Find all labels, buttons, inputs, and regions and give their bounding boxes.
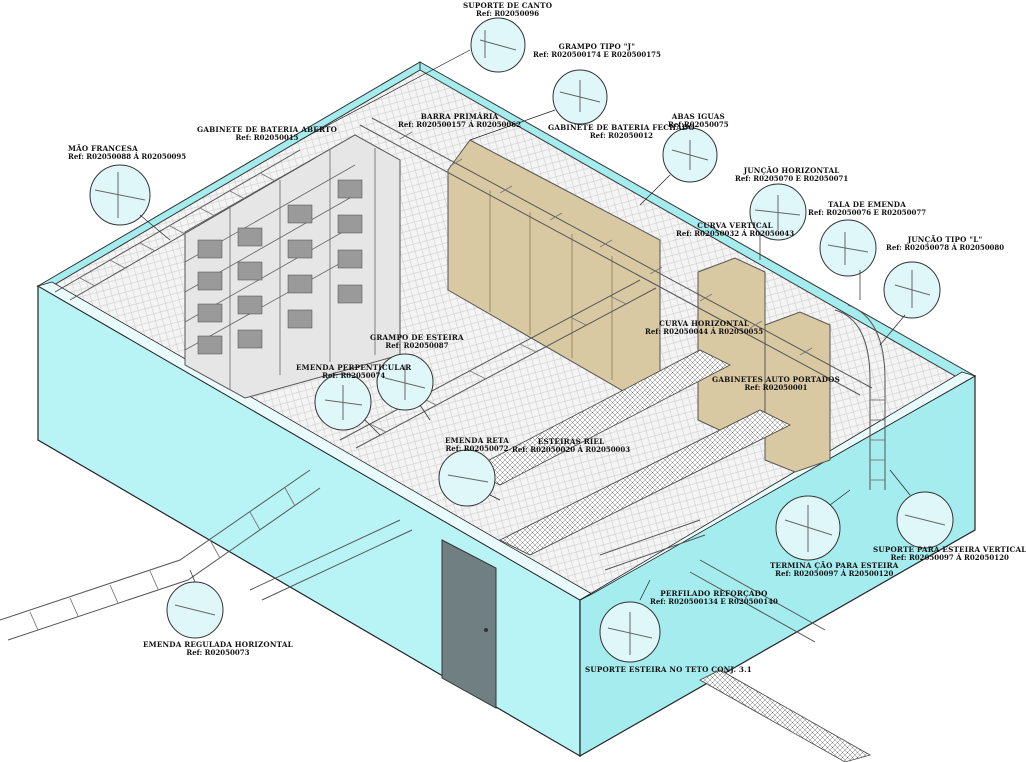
label-emenda-regulada: EMENDA REGULADA HORIZONTAL Ref: R0205007…: [143, 640, 293, 658]
label-emenda-perpendicular: EMENDA PERPENTICULAR Ref: R02050074: [296, 363, 412, 381]
label-title: PERFILADO REFORÇADO: [660, 589, 768, 598]
label-ref: Ref: R02050087: [385, 341, 449, 351]
label-title: TERMINA ÇÃO PARA ESTEIRA: [770, 561, 899, 570]
label-ref: Ref: R02050072: [445, 444, 509, 454]
label-esteiras-riel: ESTEIRAS RIEL Ref: R02050020 Á R02050003: [512, 437, 631, 455]
front-right-wall-top: [579, 371, 977, 601]
label-ref: Ref: R020500157 Á R02050062: [398, 120, 522, 130]
label-ref: Ref: R02050078 Á R02050080: [886, 243, 1005, 253]
label-title: GRAMPO DE ESTEIRA: [370, 333, 464, 342]
label-tala-emenda: TALA DE EMENDA Ref: R02050076 E R0205007…: [808, 200, 927, 218]
label-gabinetes-auto: GABINETES AUTO PORTADOS Ref: R02050001: [712, 375, 841, 393]
label-abas-iguas: ABAS IGUAS Ref:R02050075: [668, 112, 729, 130]
label-title: SUPORTE PARA ESTEIRA VERTICAL: [873, 545, 1026, 554]
label-title: CURVA HORIZONTAL: [659, 319, 750, 328]
label-title: GABINETE DE BATERIA ABERTO: [197, 125, 338, 134]
label-title: CURVA VERTICAL: [697, 221, 773, 230]
label-suporte-canto: SUPORTE DE CANTO Ref: R02050096: [463, 1, 553, 19]
label-suporte-vertical: SUPORTE PARA ESTEIRA VERTICAL Ref: R0205…: [873, 545, 1026, 563]
label-ref: Ref: R02050076 E R02050077: [808, 208, 927, 218]
label-title: GABINETES AUTO PORTADOS: [712, 375, 841, 384]
leader-lines: [139, 49, 911, 601]
label-title: EMENDA REGULADA HORIZONTAL: [143, 640, 293, 649]
label-grampo-j: GRAMPO TIPO "J" Ref: R020500174 E R02050…: [533, 42, 661, 60]
label-ref: Ref: R020500134 E R020500140: [650, 597, 778, 607]
label-ref: Ref: R0205070 E R02050071: [735, 174, 849, 184]
label-gabinete-fechado: GABINETE DE BATERIA FECHADO Ref: R020500…: [548, 123, 695, 141]
label-title: JUNÇÃO TIPO "L": [907, 235, 983, 244]
label-ref: Ref:R02050075: [668, 120, 729, 130]
label-ref: Ref: R02050020 Á R02050003: [512, 445, 631, 455]
label-ref: Ref: R02050097 Á R20500120: [775, 569, 894, 579]
label-ref: Ref: R02050044 Á R02050055: [645, 327, 764, 337]
label-ref: Ref: R02050015: [235, 133, 299, 143]
label-emenda-reta: EMENDA RETA Ref: R02050072: [445, 436, 509, 454]
label-ref: Ref: R02050096: [476, 9, 540, 19]
label-ref: Ref: R020500174 E R020500175: [533, 50, 661, 60]
open-battery-cabinets: [184, 134, 401, 399]
label-title: SUPORTE ESTEIRA NO TETO CONJ. 3.1: [585, 665, 752, 674]
label-ref: Ref: R02050073: [186, 648, 250, 658]
label-barra-primaria: BARRA PRIMÁRIA Ref: R020500157 Á R020500…: [398, 112, 522, 130]
label-ref: Ref: R02050001: [744, 383, 808, 393]
label-title: EMENDA RETA: [445, 436, 509, 445]
label-title: SUPORTE DE CANTO: [463, 1, 553, 10]
label-grampo-esteira: GRAMPO DE ESTEIRA Ref: R02050087: [370, 333, 464, 351]
label-ref: Ref: R02050012: [589, 131, 653, 141]
label-title: MÃO FRANCESA: [68, 144, 138, 153]
cable-trays: [0, 117, 886, 762]
door: [441, 539, 497, 709]
label-title: BARRA PRIMÁRIA: [420, 112, 499, 121]
label-title: ESTEIRAS RIEL: [537, 437, 605, 446]
callouts: [89, 17, 954, 663]
label-curva-horizontal: CURVA HORIZONTAL Ref: R02050044 Á R02050…: [645, 319, 764, 337]
label-ref: Ref: R02050032 Á R02050043: [676, 229, 795, 239]
label-perfilado-reforcado: PERFILADO REFORÇADO Ref: R020500134 E R0…: [650, 589, 778, 607]
label-ref: Ref: R02050074: [322, 371, 386, 381]
label-ref: Ref: R02050097 Á R02050120: [890, 553, 1009, 563]
label-title: GRAMPO TIPO "J": [558, 42, 636, 51]
label-ref: Ref: R02050088 Á R02050095: [68, 152, 187, 162]
label-title: ABAS IGUAS: [671, 112, 725, 121]
label-title: GABINETE DE BATERIA FECHADO: [548, 123, 695, 132]
label-mao-francesa: MÃO FRANCESA Ref: R02050088 Á R02050095: [68, 144, 187, 162]
label-suporte-teto: SUPORTE ESTEIRA NO TETO CONJ. 3.1: [585, 665, 752, 674]
label-juncao-l: JUNÇÃO TIPO "L" Ref: R02050078 Á R020500…: [886, 235, 1005, 253]
room-illustration: [0, 17, 977, 762]
door-knob: [484, 628, 488, 632]
label-gabinete-aberto: GABINETE DE BATERIA ABERTO Ref: R0205001…: [197, 125, 338, 143]
label-title: EMENDA PERPENTICULAR: [296, 363, 412, 372]
label-curva-vertical: CURVA VERTICAL Ref: R02050032 Á R0205004…: [676, 221, 795, 239]
label-juncao-horizontal: JUNÇÃO HORIZONTAL Ref: R0205070 E R02050…: [735, 166, 849, 184]
label-title: TALA DE EMENDA: [828, 200, 907, 209]
label-title: JUNÇÃO HORIZONTAL: [743, 166, 840, 175]
label-terminacao: TERMINA ÇÃO PARA ESTEIRA Ref: R02050097 …: [770, 561, 899, 579]
